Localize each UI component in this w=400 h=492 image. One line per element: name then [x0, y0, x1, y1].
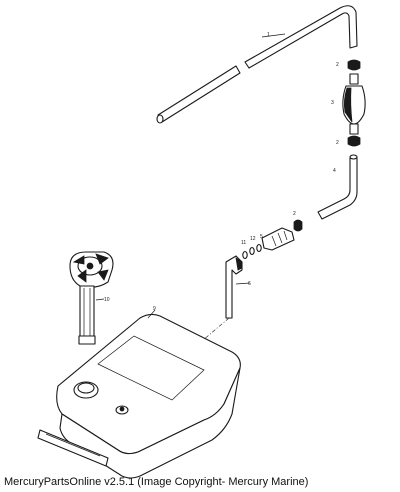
callout-11: 11 — [241, 240, 246, 246]
callout-2b: 2 — [336, 140, 339, 146]
callout-12: 12 — [250, 236, 256, 242]
leader-line — [147, 309, 156, 319]
leader-line — [95, 298, 105, 301]
elbow-fitting[interactable] — [225, 255, 243, 319]
callout-3: 3 — [331, 100, 334, 106]
leader-line — [261, 33, 286, 38]
hose-clamp-middle[interactable] — [347, 135, 361, 147]
hose-clamp-lower[interactable] — [293, 219, 303, 232]
o-ring-11[interactable] — [242, 250, 248, 260]
hose-clamp-top[interactable] — [347, 59, 361, 71]
callout-2a: 2 — [336, 62, 339, 68]
callout-2c: 2 — [293, 211, 296, 217]
fuel-tank[interactable] — [37, 313, 241, 479]
callout-5: 5 — [260, 234, 263, 240]
callout-4: 4 — [333, 168, 336, 174]
fuel-connector[interactable] — [261, 227, 295, 251]
copyright-footer: MercuryPartsOnline v2.5.1 (Image Copyrig… — [4, 476, 309, 488]
callout-10: 10 — [104, 297, 110, 303]
fuel-hose-upper[interactable] — [156, 5, 358, 124]
fuel-hose-lower[interactable] — [317, 154, 358, 220]
callout-1: 1 — [267, 32, 270, 38]
callout-9: 9 — [153, 306, 156, 312]
leader-line — [235, 282, 251, 285]
primer-bulb[interactable] — [342, 73, 366, 135]
callout-6: 6 — [248, 281, 251, 287]
o-ring-12[interactable] — [249, 243, 262, 256]
fuel-gauge[interactable] — [69, 251, 114, 345]
